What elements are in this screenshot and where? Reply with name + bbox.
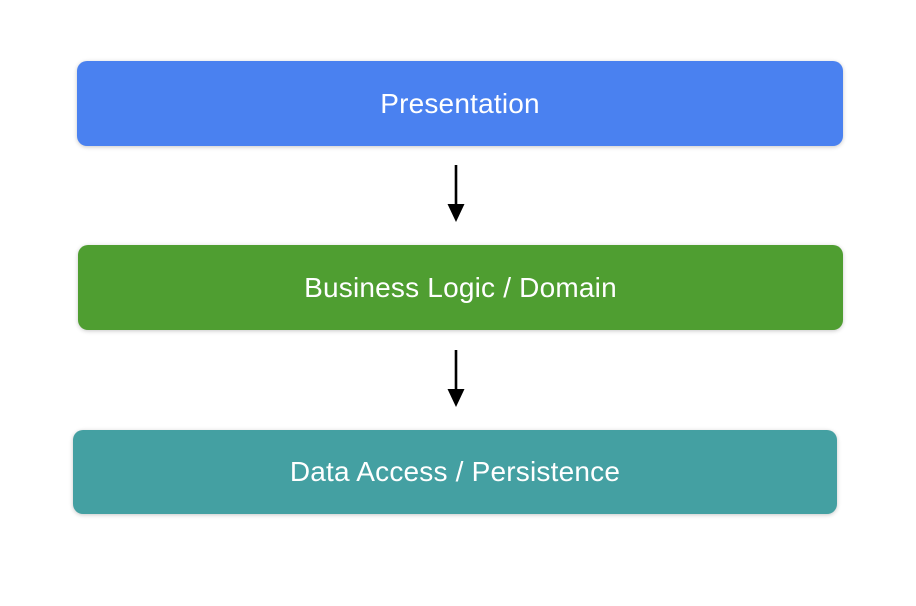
layer-box-data-access: Data Access / Persistence	[73, 430, 837, 514]
layer-label-presentation: Presentation	[380, 87, 540, 119]
layer-label-business-logic: Business Logic / Domain	[304, 271, 617, 303]
layer-box-presentation: Presentation	[77, 61, 843, 146]
down-arrow-icon	[447, 350, 465, 407]
layer-label-data-access: Data Access / Persistence	[289, 456, 621, 487]
layer-box-business-logic: Business Logic / Domain	[78, 245, 843, 330]
down-arrow-icon	[447, 165, 465, 222]
